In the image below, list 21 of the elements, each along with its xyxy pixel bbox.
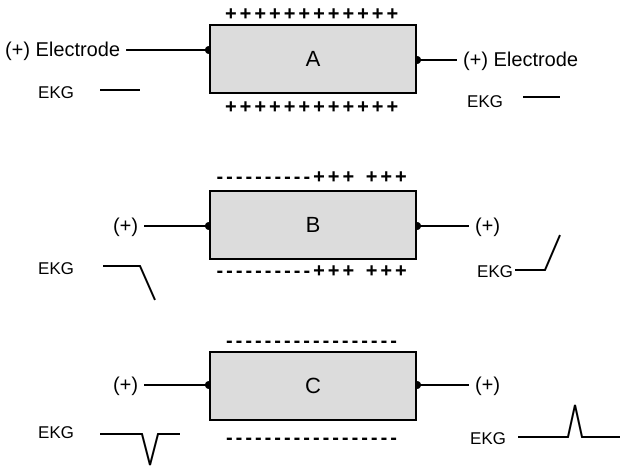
membrane-box: B: [209, 190, 417, 260]
ekg-label: EKG: [38, 424, 74, 441]
charge-signs: ----------+++ +++: [216, 167, 410, 187]
charge-signs: ++++++++++++: [225, 97, 402, 117]
electrode-label: (+): [475, 216, 500, 236]
electrode-label: (+) Electrode: [5, 40, 120, 60]
ekg-label: EKG: [38, 84, 74, 101]
electrode-label: (+): [113, 216, 138, 236]
electrode-label: (+): [475, 375, 500, 395]
membrane-box: C: [209, 351, 417, 421]
ekg-label: EKG: [477, 263, 513, 280]
ekg-label: EKG: [470, 430, 506, 447]
charge-signs: ------------------: [226, 331, 400, 351]
charge-signs: ----------+++ +++: [216, 261, 410, 281]
ekg-label: EKG: [38, 260, 74, 277]
electrode-label: (+): [113, 375, 138, 395]
membrane-box: A: [209, 24, 417, 94]
ekg-label: EKG: [467, 93, 503, 110]
charge-signs: ------------------: [226, 428, 400, 448]
electrode-label: (+) Electrode: [463, 50, 578, 70]
charge-signs: ++++++++++++: [225, 4, 402, 24]
